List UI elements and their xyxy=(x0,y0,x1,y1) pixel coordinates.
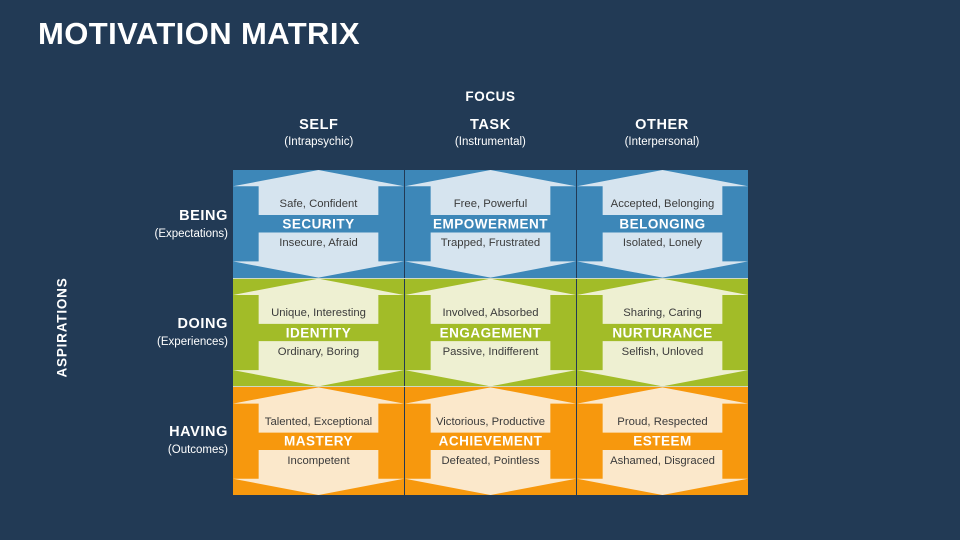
negative-pole-text: Ordinary, Boring xyxy=(277,346,360,359)
row-header-title: BEING xyxy=(179,207,228,224)
positive-pole-text: Free, Powerful xyxy=(453,198,528,211)
cell-need-label: NURTURANCE xyxy=(612,325,713,340)
arrow-down-icon: Isolated, Lonely xyxy=(577,232,748,278)
positive-pole-text: Talented, Exceptional xyxy=(264,415,373,428)
arrow-down-icon: Ashamed, Disgraced xyxy=(577,449,748,496)
column-header-title: SELF xyxy=(299,117,339,133)
arrow-up-icon: Involved, Absorbed xyxy=(405,278,576,324)
arrow-up-icon: Proud, Respected xyxy=(577,387,748,433)
positive-pole-text: Safe, Confident xyxy=(279,198,358,211)
arrow-up-icon: Unique, Interesting xyxy=(233,278,404,324)
negative-pole-text: Isolated, Lonely xyxy=(622,237,703,250)
positive-pole-text: Proud, Respected xyxy=(617,415,708,428)
positive-pole-text: Unique, Interesting xyxy=(271,306,366,319)
column-header-title: OTHER xyxy=(635,117,689,133)
arrow-down-icon: Defeated, Pointless xyxy=(405,449,576,496)
row-headers: BEING (Expectations) DOING (Experiences)… xyxy=(120,170,228,495)
arrow-up-icon: Safe, Confident xyxy=(233,170,404,216)
cell-need-label: MASTERY xyxy=(283,433,353,449)
arrow-up-icon: Victorious, Productive xyxy=(405,387,576,433)
positive-pole-text: Sharing, Caring xyxy=(623,306,702,319)
column-headers: SELF (Intrapsychic) TASK (Instrumental) … xyxy=(233,116,748,150)
cell-need-label: BELONGING xyxy=(619,216,706,232)
column-header-title: TASK xyxy=(469,117,511,133)
cell-need-label: ACHIEVEMENT xyxy=(438,433,543,449)
arrow-up-icon: Sharing, Caring xyxy=(577,278,748,324)
cell-need-label: ENGAGEMENT xyxy=(439,325,542,340)
arrow-up-icon: Talented, Exceptional xyxy=(233,387,404,433)
column-header-task: TASK (Instrumental) xyxy=(405,116,577,150)
row-header-title: DOING xyxy=(177,315,228,332)
row-header-subtitle: (Outcomes) xyxy=(167,444,228,457)
positive-pole-text: Involved, Absorbed xyxy=(442,306,539,319)
column-header-self: SELF (Intrapsychic) xyxy=(233,116,405,150)
row-header-having: HAVING (Outcomes) xyxy=(120,387,228,495)
focus-axis-label: FOCUS xyxy=(465,89,516,104)
arrow-down-icon: Incompetent xyxy=(233,449,404,496)
negative-pole-text: Incompetent xyxy=(287,454,350,467)
negative-pole-text: Selfish, Unloved xyxy=(621,346,704,359)
cell-need-label: EMPOWERMENT xyxy=(433,216,548,232)
row-header-subtitle: (Expectations) xyxy=(154,227,228,240)
arrow-down-icon: Insecure, Afraid xyxy=(233,232,404,278)
arrow-down-icon: Ordinary, Boring xyxy=(233,341,404,387)
column-header-subtitle: (Intrapsychic) xyxy=(284,136,354,148)
positive-pole-text: Accepted, Belonging xyxy=(610,198,715,211)
negative-pole-text: Trapped, Frustrated xyxy=(440,237,541,250)
page-title: MOTIVATION MATRIX xyxy=(38,16,360,51)
cell-need-label: SECURITY xyxy=(282,216,355,232)
arrow-down-icon: Passive, Indifferent xyxy=(405,341,576,387)
positive-pole-text: Victorious, Productive xyxy=(435,415,546,428)
aspirations-axis-label: ASPIRATIONS xyxy=(54,277,70,378)
negative-pole-text: Insecure, Afraid xyxy=(279,237,358,250)
arrow-up-icon: Free, Powerful xyxy=(405,170,576,216)
column-header-other: OTHER (Interpersonal) xyxy=(576,116,748,150)
column-header-subtitle: (Interpersonal) xyxy=(624,136,700,148)
arrow-up-icon: Accepted, Belonging xyxy=(577,170,748,216)
row-header-being: BEING (Expectations) xyxy=(120,170,228,278)
negative-pole-text: Ashamed, Disgraced xyxy=(610,454,715,467)
row-header-subtitle: (Experiences) xyxy=(157,335,228,348)
row-header-title: HAVING xyxy=(169,424,228,441)
arrow-down-icon: Selfish, Unloved xyxy=(577,341,748,387)
row-header-doing: DOING (Experiences) xyxy=(120,278,228,386)
column-header-subtitle: (Instrumental) xyxy=(454,136,526,148)
arrow-down-icon: Trapped, Frustrated xyxy=(405,232,576,278)
cell-need-label: ESTEEM xyxy=(633,433,692,449)
cell-need-label: IDENTITY xyxy=(285,325,352,340)
negative-pole-text: Passive, Indifferent xyxy=(442,346,539,359)
negative-pole-text: Defeated, Pointless xyxy=(441,454,540,467)
